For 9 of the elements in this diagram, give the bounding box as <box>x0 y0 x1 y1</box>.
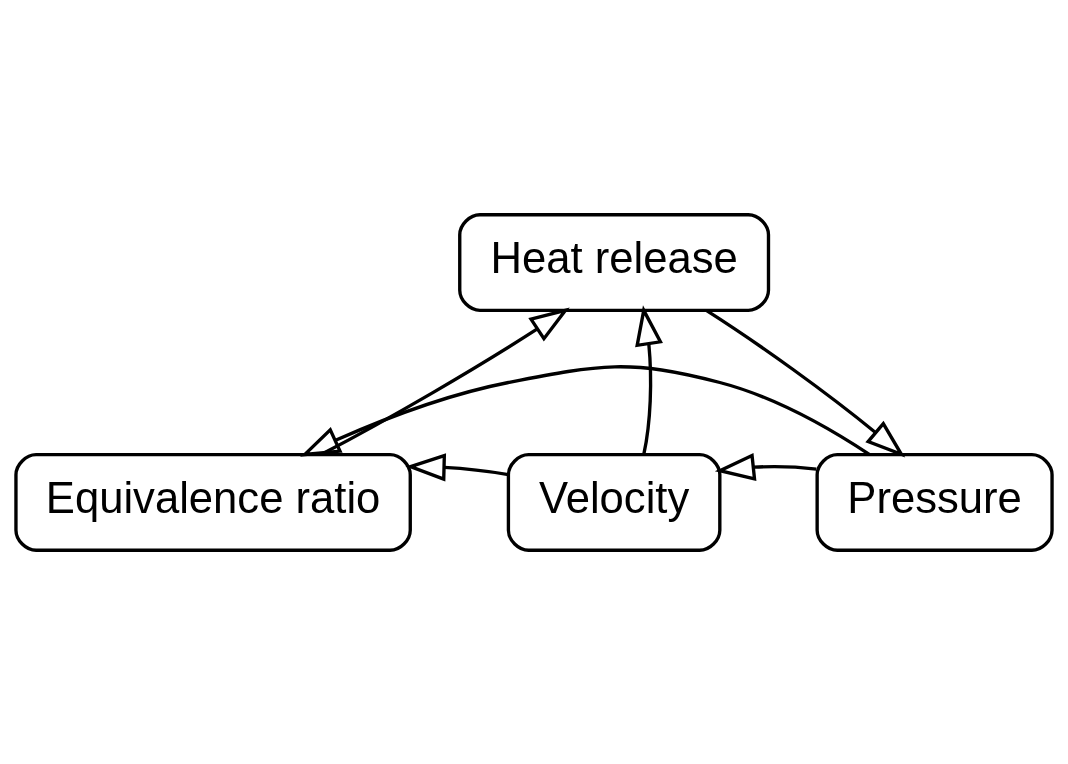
arrow <box>714 452 817 481</box>
arrow <box>405 452 509 482</box>
node-box: Equivalence ratio <box>14 452 412 552</box>
arrow <box>705 308 906 458</box>
node-box: Pressure <box>815 452 1054 552</box>
node-box: Heat release <box>458 212 771 312</box>
arrow <box>635 304 663 454</box>
arrow <box>300 364 871 457</box>
node-box: Velocity <box>506 452 722 552</box>
